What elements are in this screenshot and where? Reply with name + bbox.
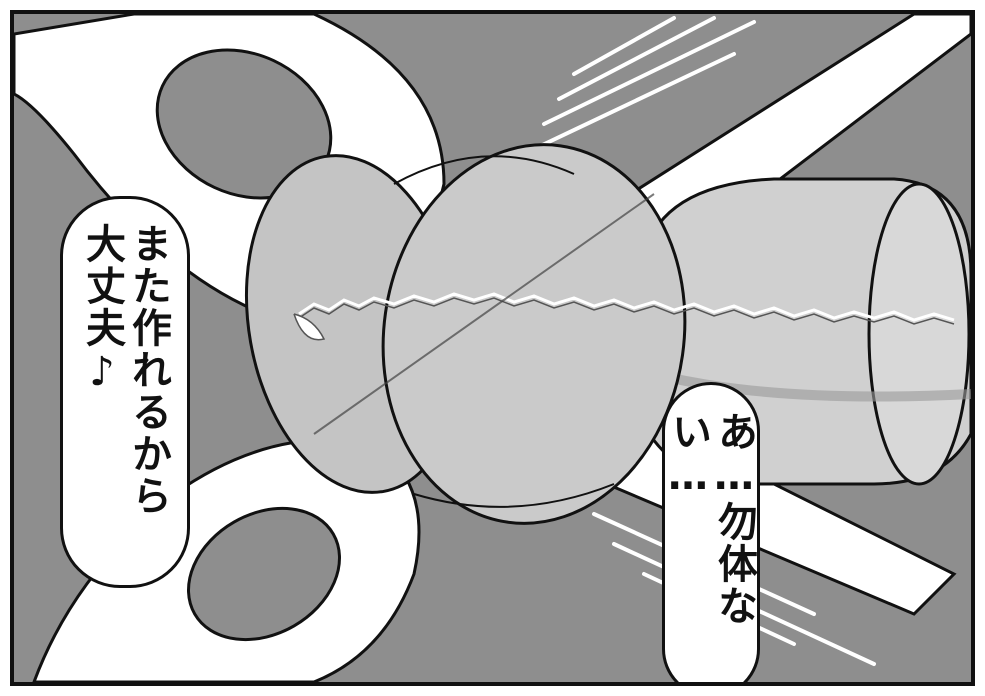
speech-text-right: あ…勿体ない… [665,411,757,627]
comic-panel: また作れるから大丈夫♪ あ…勿体ない… [10,10,975,686]
speech-bubble-right: あ…勿体ない… [662,382,760,682]
cut-seam [298,292,955,322]
cloth-knot [244,143,687,525]
speech-text-left: また作れるから大丈夫♪ [79,223,171,517]
panel-illustration [14,14,971,682]
speech-bubble-left: また作れるから大丈夫♪ [60,196,190,588]
